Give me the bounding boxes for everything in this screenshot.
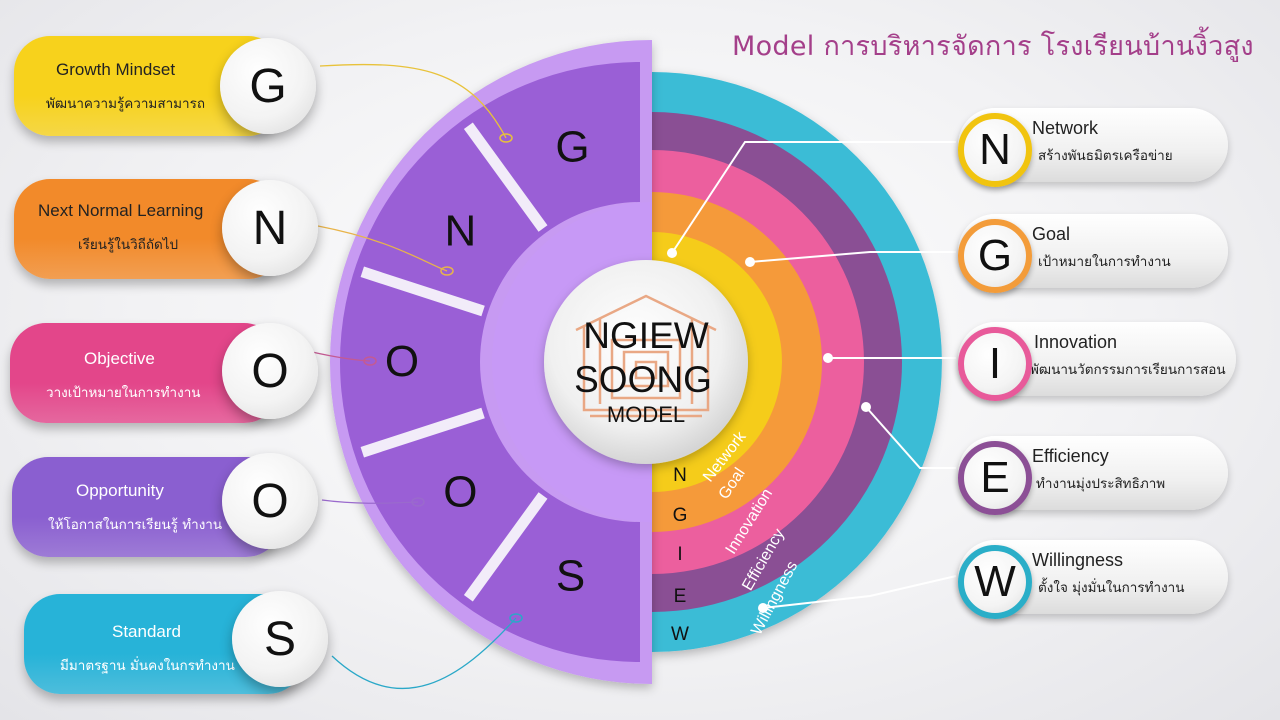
left-item-desc: พัฒนาความรู้ความสามารถ [46,96,206,112]
left-letter-circle: O [222,453,318,549]
left-connector [331,617,517,690]
connector-dot [363,356,377,366]
left-letter-circle: S [232,591,328,687]
fan-letter-4: S [556,551,585,600]
center-line3: MODEL [607,402,685,427]
left-item-desc: เรียนรู้ในวิถีถัดไป [78,237,179,253]
fan-separator [360,266,485,317]
fan-separator [360,407,485,458]
left-letter-circle: O [222,323,318,419]
right-letter-circle: G [958,219,1032,293]
fan-letter-1: N [445,207,477,256]
left-letter-circle: G [220,38,316,134]
connector-dot [667,248,677,258]
right-letter-circle: N [958,113,1032,187]
right-item-desc: ตั้งใจ มุ่งมั่นในการทำงาน [1038,580,1185,596]
left-item-name: Next Normal Learning [38,201,204,220]
right-letter-circle: W [958,545,1032,619]
right-item-name: Innovation [1034,332,1118,352]
left-item-desc: มีมาตรฐาน มั่นคงในกรทำงาน [60,658,235,674]
right-item-desc: เป้าหมายในการทำงาน [1038,254,1171,270]
fan-separator [463,122,548,232]
left-item-name: Growth Mindset [56,60,176,79]
left-connector [321,499,419,504]
left-connector [311,351,371,362]
left-item-name: Objective [84,349,155,368]
right-connector [749,251,956,263]
right-item-desc: ทำงานมุ่งประสิทธิภาพ [1036,476,1166,492]
fan-segments [340,62,640,662]
connector-dot [745,257,755,267]
connector-dot [509,613,523,623]
right-letter-circle: E [958,441,1032,515]
connector-dot [758,603,768,613]
left-item-name: Opportunity [76,481,164,500]
connector-dot [823,353,833,363]
fan-letter-2: O [385,337,419,386]
ring-letter-i: I [677,544,682,565]
center-line1: NGIEW [583,315,708,356]
fan-letter-0: G [555,123,589,172]
school-building-icon [575,294,717,418]
right-item-desc: พัฒนานวัตกรรมการเรียนการสอน [1030,362,1226,378]
fan-letter-3: O [443,467,477,516]
right-item-name: Network [1032,118,1099,138]
page-title: Model การบริหารจัดการ โรงเรียนบ้านงิ้วสู… [732,31,1254,62]
right-item-name: Efficiency [1032,446,1109,466]
ring-letter-e: E [674,586,687,607]
ring-letter-w: W [671,624,689,645]
ring-letter-g: G [673,505,688,526]
connector-dot [440,266,454,276]
center-line2: SOONG [574,359,712,400]
connector-dot [499,133,513,143]
fan-separator [463,492,548,602]
connector-dot [861,402,871,412]
right-item-desc: สร้างพันธมิตรเครือข่าย [1038,148,1173,164]
right-letter-circle: I [958,327,1032,401]
center-logo: NGIEW SOONG MODEL [544,260,748,464]
left-connector [319,63,507,139]
left-letter-circle: N [222,180,318,276]
ring-letter-n: N [673,465,687,486]
right-item-name: Goal [1032,224,1071,244]
left-item-desc: ให้โอกาสในการเรียนรู้ ทำงาน [48,517,223,533]
left-item-desc: วางเป้าหมายในการทำงาน [46,385,201,401]
right-connector [865,406,956,469]
right-item-name: Willingness [1032,550,1124,570]
right-connector [671,141,956,254]
left-item-name: Standard [112,622,181,641]
connector-lines [311,63,957,690]
right-connector [762,575,957,609]
connector-dot [411,497,425,507]
left-connector [317,225,448,272]
